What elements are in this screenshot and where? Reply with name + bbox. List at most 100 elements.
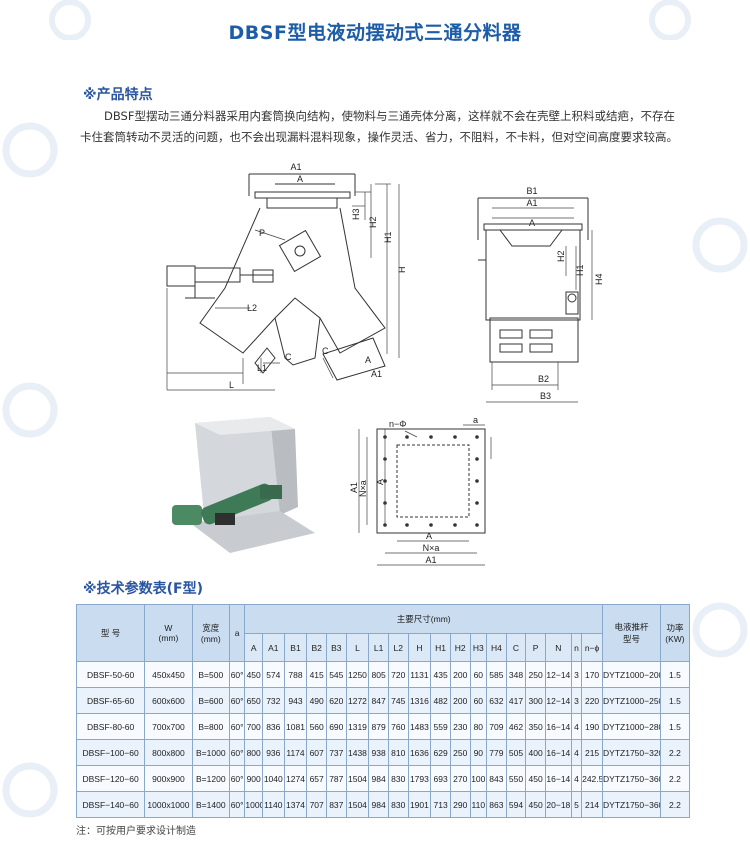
front-label-p: P [259, 228, 265, 238]
page-title: DBSF型电液动摆动式三通分料器 [228, 22, 522, 44]
table-cell: 200 [449, 661, 471, 688]
table-cell: 830 [387, 765, 409, 792]
table-cell: DYTZ1000−250 [602, 687, 661, 714]
table-cell: 450 [525, 791, 546, 818]
table-cell: 348 [505, 661, 527, 688]
table-cell: 1.5 [659, 713, 691, 740]
table-cell: 810 [387, 739, 409, 766]
table-cell: 170 [581, 661, 604, 688]
table-cell: 787 [325, 765, 347, 792]
table-cell: 830 [387, 791, 409, 818]
front-label-a: A [297, 174, 303, 184]
table-cell: 843 [486, 765, 507, 792]
table-cell: 1040 [261, 765, 285, 792]
table-cell: 4 [570, 739, 583, 766]
spec-table: 型 号 W (mm) 宽度 (mm) a 主要尺寸(mm) 电液推杆 型号 功率… [75, 604, 691, 818]
features-text: DBSF型摆动三通分料器采用内套筒换向结构，使物料与三通壳体分离，这样就不会在壳… [80, 109, 678, 144]
header-dim: n [570, 633, 583, 662]
table-cell: 574 [261, 661, 285, 688]
table-cell: 550 [505, 765, 527, 792]
table-cell: 760 [387, 713, 409, 740]
table-cell: 2.2 [659, 791, 691, 818]
header-dim: L [345, 633, 370, 662]
table-cell: 1901 [407, 791, 432, 818]
header-model: 型 号 [75, 604, 146, 662]
table-cell: 350 [525, 713, 546, 740]
model-cell: DBSF−120−60 [75, 765, 146, 792]
table-cell: 788 [283, 661, 308, 688]
table-cell: 559 [430, 713, 451, 740]
table-cell: B=600 [191, 687, 230, 714]
table-cell: 938 [368, 739, 389, 766]
model-cell: DBSF-50-60 [75, 661, 146, 688]
table-cell: B=800 [191, 713, 230, 740]
flange-label-a-small: a [473, 415, 478, 425]
table-cell: 1000x1000 [144, 791, 193, 818]
front-label-h: H [397, 267, 407, 274]
table-cell: 600x600 [144, 687, 193, 714]
table-cell: 693 [430, 765, 451, 792]
table-cell: 1274 [283, 765, 308, 792]
table-cell: 632 [486, 687, 507, 714]
front-label-a1: A1 [290, 162, 301, 172]
side-label-b1: B1 [526, 186, 537, 196]
spec-header-row: 型 号 W (mm) 宽度 (mm) a 主要尺寸(mm) 电液推杆 型号 功率… [75, 604, 691, 662]
table-cell: 1636 [407, 739, 432, 766]
table-cell: 110 [469, 791, 488, 818]
table-cell: 250 [525, 661, 546, 688]
table-cell: 607 [306, 739, 327, 766]
table-cell: 1081 [283, 713, 308, 740]
table-cell: DYTZ1750−320 [602, 739, 661, 766]
flange-label-a1-side: A1 [349, 482, 359, 493]
table-cell: 1504 [345, 765, 370, 792]
header-dim: n−ϕ [581, 633, 604, 662]
table-cell: 215 [581, 739, 604, 766]
side-label-a: A [529, 218, 535, 228]
table-cell: 657 [306, 765, 327, 792]
header-dim: H4 [486, 633, 507, 662]
table-cell: 490 [306, 687, 327, 714]
header-dim: N [544, 633, 572, 662]
flange-label-n-phi: n−Φ [389, 419, 406, 429]
header-dim: A1 [261, 633, 285, 662]
table-cell: 450 [244, 661, 263, 688]
flange-drawing: n−Φ a A1 N×a A A N×a A1 [349, 415, 492, 566]
table-cell: 462 [505, 713, 527, 740]
front-view-drawing: A1 A H3 H2 H1 H P L2 C C A A1 L1 L [166, 162, 407, 391]
table-cell: B=500 [191, 661, 230, 688]
table-cell: DYTZ1750−360 [602, 765, 661, 792]
side-label-h2: H2 [556, 250, 566, 262]
front-label-a1-lower: A1 [371, 369, 382, 379]
table-cell: 943 [283, 687, 308, 714]
table-cell: 1.5 [659, 687, 691, 714]
header-dim: C [505, 633, 527, 662]
table-cell: DYTZ1750−360 [602, 791, 661, 818]
model-cell: DBSF−100−60 [75, 739, 146, 766]
spec-heading: ※技术参数表(F型) [83, 581, 203, 597]
front-label-h2: H2 [368, 216, 378, 228]
table-cell: 214 [581, 791, 604, 818]
table-cell: 732 [261, 687, 285, 714]
table-cell: 200 [449, 687, 471, 714]
front-label-h3: H3 [351, 208, 361, 220]
features-text-block: DBSF型摆动三通分料器采用内套筒换向结构，使物料与三通壳体分离，这样就不会在壳… [80, 106, 680, 148]
watermark-logo [2, 762, 58, 818]
watermark-logo [692, 602, 748, 658]
table-cell: 60° [228, 791, 246, 818]
table-cell: 290 [449, 791, 471, 818]
table-cell: 1504 [345, 791, 370, 818]
front-label-c-right: C [322, 346, 329, 356]
table-cell: 1319 [345, 713, 370, 740]
side-label-b2: B2 [538, 374, 549, 384]
table-cell: 1438 [345, 739, 370, 766]
side-label-h1: H1 [575, 264, 585, 276]
table-cell: 745 [387, 687, 409, 714]
table-cell: 709 [486, 713, 507, 740]
table-cell: 60 [469, 661, 488, 688]
footnote: 注：可按用户要求设计制造 [76, 826, 196, 837]
header-dim: B3 [325, 633, 347, 662]
table-cell: 700x700 [144, 713, 193, 740]
table-cell: 400 [525, 739, 546, 766]
flange-label-a1-bottom: A1 [425, 555, 436, 565]
